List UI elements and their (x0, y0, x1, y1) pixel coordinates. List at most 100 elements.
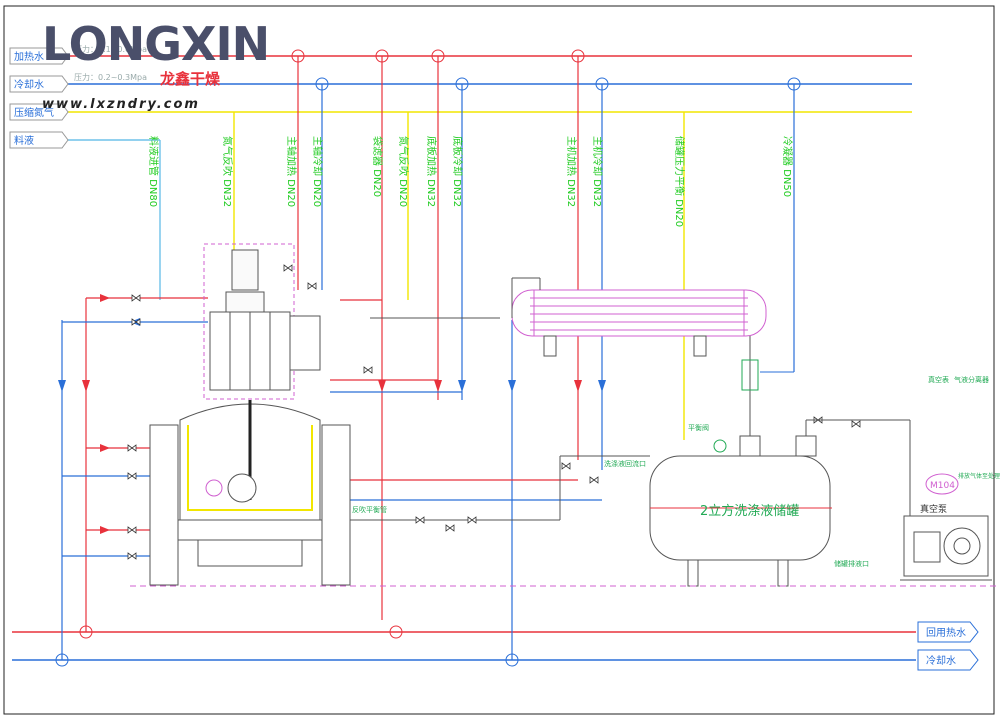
junction (55, 653, 69, 667)
junction (315, 77, 329, 91)
arrow (58, 380, 66, 392)
branch-label: 储罐压力平衡 DN20 (673, 136, 686, 227)
valve-group (127, 264, 861, 560)
valve-icon (467, 516, 477, 524)
gas-liquid-sep-label: 气液分离器 (954, 375, 989, 384)
branch-label: 主轴加热 DN20 (285, 136, 298, 207)
flow-arrows (82, 294, 582, 534)
gas-outlet-label: 排放气体至处理 (958, 472, 1000, 480)
condenser-support (693, 335, 707, 357)
junction (595, 77, 609, 91)
junction (571, 49, 585, 63)
drop-lines (55, 49, 801, 667)
vacuum-pump-unit: M104 真空泵 真空表 气液分离器 排放气体至处理 (900, 375, 1000, 581)
arrow (100, 526, 110, 534)
branch-label: 氮气反吹 DN32 (221, 136, 234, 207)
arrow (100, 444, 110, 452)
valve-icon (851, 420, 861, 428)
arrow (508, 380, 516, 392)
valve-icon (283, 264, 293, 272)
junction (291, 49, 305, 63)
arrow (82, 380, 90, 392)
pump-casing (943, 527, 981, 565)
base-plate (177, 519, 323, 541)
brand-url: www.lxzndry.com (42, 97, 200, 112)
cooling-pressure: 压力：0.2~0.3Mpa (74, 72, 147, 82)
balance-valve-label: 平衡阀 (688, 423, 709, 432)
brand-logo: LONGXIN 龙鑫干燥 www.lxzndry.com (42, 17, 270, 112)
cooling-return-box (917, 649, 979, 671)
condenser-support (543, 335, 557, 357)
junction (787, 77, 801, 91)
tank-nozzle (795, 435, 817, 457)
pressure-gauge (713, 439, 727, 453)
valve-icon (127, 526, 137, 534)
pump-tag: M104 (930, 481, 955, 491)
brand-slogan: 龙鑫干燥 (159, 70, 221, 88)
cooling-label: 冷却水 (14, 78, 44, 91)
brand-name: LONGXIN (42, 17, 269, 71)
arrow (574, 380, 582, 392)
junction (455, 77, 469, 91)
pump-tag-bubble (925, 473, 959, 495)
sight-glass (741, 359, 759, 391)
valve-icon (131, 294, 141, 302)
frame-left (149, 424, 179, 586)
tank-leg (777, 559, 789, 587)
valve-icon (307, 282, 317, 290)
pump-label: 真空泵 (920, 503, 947, 515)
valve-icon (131, 318, 141, 326)
cooling-return-label: 冷却水 (926, 654, 956, 667)
dryer-machine (149, 243, 351, 586)
drain-label: 储罐排液口 (834, 559, 869, 568)
return-pipe-label: 洗涤液回流口 (604, 459, 646, 468)
lower-frame (197, 539, 303, 567)
vessel-jacket (187, 425, 313, 511)
tank-nozzle (739, 435, 761, 457)
valve-icon (589, 476, 599, 484)
valve-icon (127, 552, 137, 560)
arrow (434, 380, 442, 392)
return-hot-box (917, 621, 979, 643)
motor (231, 249, 259, 291)
valve-icon (363, 366, 373, 374)
branch-label: 底板冷却 DN32 (451, 136, 464, 207)
condenser-shell (511, 289, 767, 337)
vacuum-gauge-label: 真空表 (928, 375, 949, 384)
heating-label-box (9, 47, 69, 65)
side-box (289, 315, 321, 371)
valve-icon (127, 444, 137, 452)
junction (431, 49, 445, 63)
junction (505, 653, 519, 667)
branch-label: 冷凝器 DN50 (781, 136, 794, 197)
branch-label: 主轴冷却 DN20 (311, 136, 324, 207)
arrow (458, 380, 466, 392)
heating-pressure: 压力：0.1~0.6Mpa (74, 44, 147, 54)
return-hot-label: 回用热水 (926, 626, 966, 639)
drive-wheel (227, 473, 257, 503)
pump-impeller (953, 537, 971, 555)
junction (375, 49, 389, 63)
condenser (511, 277, 794, 436)
branch-label: 主机冷却 DN32 (591, 136, 604, 207)
flow-arrows-blue (58, 318, 606, 392)
filter-housing-outline (203, 243, 295, 400)
valve-icon (415, 516, 425, 524)
back-press-label: 反吹平衡管 (352, 505, 387, 514)
footer-lines: 回用热水 冷却水 (12, 621, 979, 671)
branch-label: 料液进管 DN80 (147, 136, 160, 207)
storage-tank: 2立方洗涤液储罐 洗涤液回流口 储罐排液口 平衡阀 反吹平衡管 (352, 419, 911, 587)
liquid-label-box (9, 131, 69, 149)
tank-leg (687, 559, 699, 587)
branch-label: 袋滤器 DN20 (371, 136, 384, 197)
liquid-label: 料液 (14, 134, 34, 147)
cooling-label-box (9, 75, 69, 93)
valve-icon (561, 462, 571, 470)
header-labels: 加热水 压力：0.1~0.6Mpa 冷却水 压力：0.2~0.3Mpa 压缩氮气… (9, 44, 147, 149)
heating-label: 加热水 (14, 50, 44, 63)
header-lines (60, 55, 912, 300)
branch-label: 主机加热 DN32 (565, 136, 578, 207)
valve-icon (127, 472, 137, 480)
